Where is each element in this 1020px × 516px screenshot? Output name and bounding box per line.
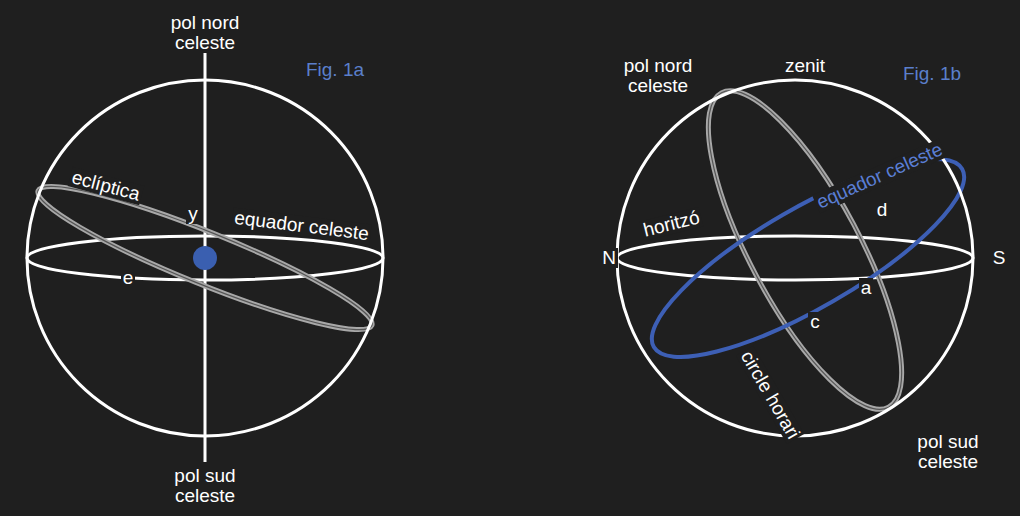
sphere-1a xyxy=(27,50,383,462)
circle-label: horitzó xyxy=(640,207,704,241)
earth-dot xyxy=(193,246,217,270)
point-letter: c xyxy=(808,312,822,332)
zenith-label: zenit xyxy=(783,56,827,76)
sphere-outline xyxy=(617,80,973,436)
circle-label: eclíptica xyxy=(68,167,144,205)
point-letter: y xyxy=(186,204,200,224)
pole-label: pol nord celeste xyxy=(153,13,257,53)
cardinal-point: N xyxy=(600,248,618,268)
ecliptic xyxy=(28,166,381,349)
celestial-equator xyxy=(27,236,383,280)
circle-label: equador celeste xyxy=(232,208,373,245)
figure-number: Fig. 1a xyxy=(304,60,366,80)
pole-label: pol sud celeste xyxy=(896,432,1000,472)
figure-number: Fig. 1b xyxy=(901,64,963,84)
circle-label: circle horari xyxy=(736,346,804,444)
sphere-1b xyxy=(617,67,987,436)
pole-label: pol sud celeste xyxy=(153,466,257,506)
point-letter: d xyxy=(875,200,890,220)
sphere-outline xyxy=(27,80,383,436)
hour-circle xyxy=(673,67,937,433)
celestial-equator xyxy=(629,126,987,391)
point-letter: a xyxy=(859,278,874,298)
cardinal-point: S xyxy=(991,248,1008,268)
pole-label: pol nord celeste xyxy=(606,56,710,96)
point-letter: e xyxy=(121,268,136,288)
